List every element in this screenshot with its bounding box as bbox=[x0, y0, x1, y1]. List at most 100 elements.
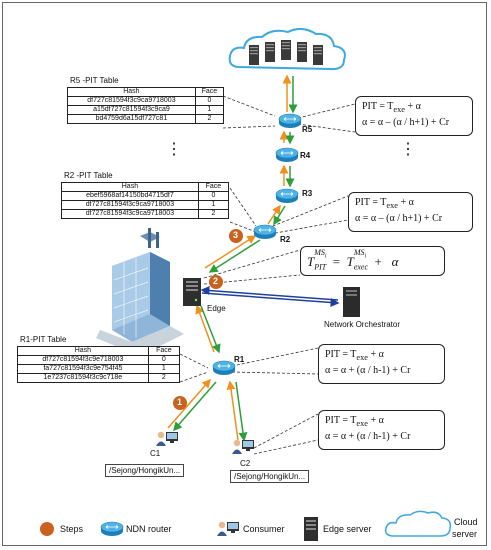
consumer-c1-label: C1 bbox=[150, 449, 161, 458]
edge-rhs: T bbox=[346, 254, 354, 269]
edge-alpha: α bbox=[391, 254, 399, 269]
r2-face-1: 1 bbox=[197, 200, 230, 210]
router-r4-icon bbox=[275, 147, 299, 163]
r5-header-hash: Hash bbox=[67, 87, 196, 97]
r2-header-face: Face bbox=[197, 182, 230, 192]
r1-hash-0: df727c81594f3c9e718003 bbox=[17, 355, 149, 365]
c2-formula-line2: α = α + (α / h-1) + Cr bbox=[325, 431, 411, 442]
r5-formula-box: PIT = Texe + α α = α – (α / h+1) + Cr bbox=[355, 96, 473, 136]
legend-cloud-icon bbox=[384, 510, 452, 537]
r2-hash-1: df727c81594f3c9ca9718003 bbox=[61, 200, 199, 210]
r5-hash-2: bd4759d6a15df727c81 bbox=[67, 114, 196, 124]
router-r4-label: R4 bbox=[300, 151, 311, 160]
legend-router-label: NDN router bbox=[126, 524, 172, 534]
router-r5-label: R5 bbox=[302, 125, 313, 134]
edge-lhs: T bbox=[307, 254, 315, 269]
dots-left: ⋮ bbox=[166, 141, 182, 158]
r2-formula-box: PIT = Texe + α α = α – (α / h+1) + Cr bbox=[348, 192, 473, 232]
router-r2-icon bbox=[253, 224, 277, 240]
r5-header-face: Face bbox=[194, 87, 225, 97]
router-r3-label: R3 bbox=[302, 189, 313, 198]
r1-face-0: 0 bbox=[147, 355, 181, 365]
edge-lhs-sub: PIT bbox=[314, 262, 327, 272]
r2-hash-0: ebef5968af14150bd4715df7 bbox=[61, 191, 199, 201]
router-r3-icon bbox=[275, 188, 299, 204]
consumer-c2-label: C2 bbox=[240, 459, 251, 468]
r1-header-face: Face bbox=[147, 346, 181, 356]
diagram-frame bbox=[2, 2, 487, 546]
edge-eq: = bbox=[332, 254, 341, 269]
c2-formula-box: PIT = Texe + α α = α + (α / h-1) + Cr bbox=[318, 410, 445, 450]
legend-router-icon bbox=[100, 521, 124, 537]
router-r1-label: R1 bbox=[234, 355, 245, 364]
legend-cloud-label-2: server bbox=[452, 529, 478, 539]
edge-lhs-sup: MS bbox=[314, 248, 325, 257]
step-2-label: 2 bbox=[213, 276, 219, 286]
orchestrator-icon bbox=[343, 287, 360, 317]
r1-table-title: R1-PIT Table bbox=[20, 335, 67, 344]
r1-formula-box: PIT = Texe + α α = α + (α / h-1) + Cr bbox=[318, 344, 445, 384]
edge-label: Edge bbox=[207, 304, 226, 313]
r1-face-2: 2 bbox=[147, 373, 181, 383]
r5-formula-line1: PIT = Texe + α bbox=[362, 101, 421, 114]
r5-face-2: 2 bbox=[194, 114, 225, 124]
legend-steps-icon bbox=[40, 522, 54, 536]
consumer-c2-path: /Sejong/HongikUn... bbox=[230, 470, 310, 483]
r5-table-title: R5 -PIT Table bbox=[70, 76, 119, 85]
legend-consumer-label: Consumer bbox=[243, 524, 285, 534]
r2-face-0: 0 bbox=[197, 191, 230, 201]
r5-hash-1: a15df727c81594f3c9ca9 bbox=[67, 105, 196, 115]
r1-formula-line2: α = α + (α / h-1) + Cr bbox=[325, 365, 411, 376]
edge-server-icon bbox=[183, 278, 201, 306]
building-icon bbox=[96, 228, 184, 356]
r1-formula-line1: PIT = Texe + α bbox=[325, 349, 384, 362]
edge-rhs-sub: exec bbox=[353, 262, 369, 272]
router-r1-icon bbox=[212, 360, 236, 376]
edge-rhs-sup-sub: i bbox=[364, 253, 367, 260]
edge-lhs-sup-sub: i bbox=[324, 253, 327, 260]
consumer-c1-path: /Sejong/HongikUn... bbox=[105, 464, 185, 477]
r5-hash-0: df727c81594f3c9ca9718003 bbox=[67, 96, 196, 106]
dots-right: ⋮ bbox=[400, 141, 416, 158]
r5-face-1: 1 bbox=[194, 105, 225, 115]
r2-table-title: R2 -PIT Table bbox=[64, 171, 113, 180]
router-r5-icon bbox=[278, 113, 302, 129]
r1-header-hash: Hash bbox=[17, 346, 149, 356]
r2-formula-line2: α = α – (α / h+1) + Cr bbox=[355, 213, 443, 224]
step-3-label: 3 bbox=[233, 230, 239, 240]
r1-hash-1: fa727c81594f3c9e754f45 bbox=[17, 364, 149, 374]
r2-face-2: 2 bbox=[197, 209, 230, 219]
r5-face-0: 0 bbox=[194, 96, 225, 106]
legend-consumer-icon bbox=[217, 521, 239, 536]
legend-steps-label: Steps bbox=[60, 524, 84, 534]
legend-edge-server-icon bbox=[304, 517, 318, 541]
edge-plus: + bbox=[374, 254, 382, 269]
legend-edge-server-label: Edge server bbox=[323, 524, 372, 534]
r2-header-hash: Hash bbox=[61, 182, 199, 192]
step-circles bbox=[173, 229, 243, 410]
r5-formula-line2: α = α – (α / h+1) + Cr bbox=[362, 117, 450, 128]
orchestrator-label: Network Orchestrator bbox=[324, 320, 401, 329]
step-1-label: 1 bbox=[177, 397, 183, 407]
edge-rhs-sup: MS bbox=[353, 248, 365, 257]
c2-formula-line1: PIT = Texe + α bbox=[325, 415, 384, 428]
legend-cloud-label-1: Cloud bbox=[454, 517, 478, 527]
r1-hash-2: 1e7237c81594f3c9c718e bbox=[17, 373, 149, 383]
r2-formula-line1: PIT = Texe + α bbox=[355, 197, 414, 210]
consumer-c1-icon bbox=[156, 431, 178, 446]
r1-face-1: 1 bbox=[147, 364, 181, 374]
consumer-c2-icon bbox=[232, 439, 254, 454]
r2-hash-2: df727c81594f3c9ca9718003 bbox=[61, 209, 199, 219]
